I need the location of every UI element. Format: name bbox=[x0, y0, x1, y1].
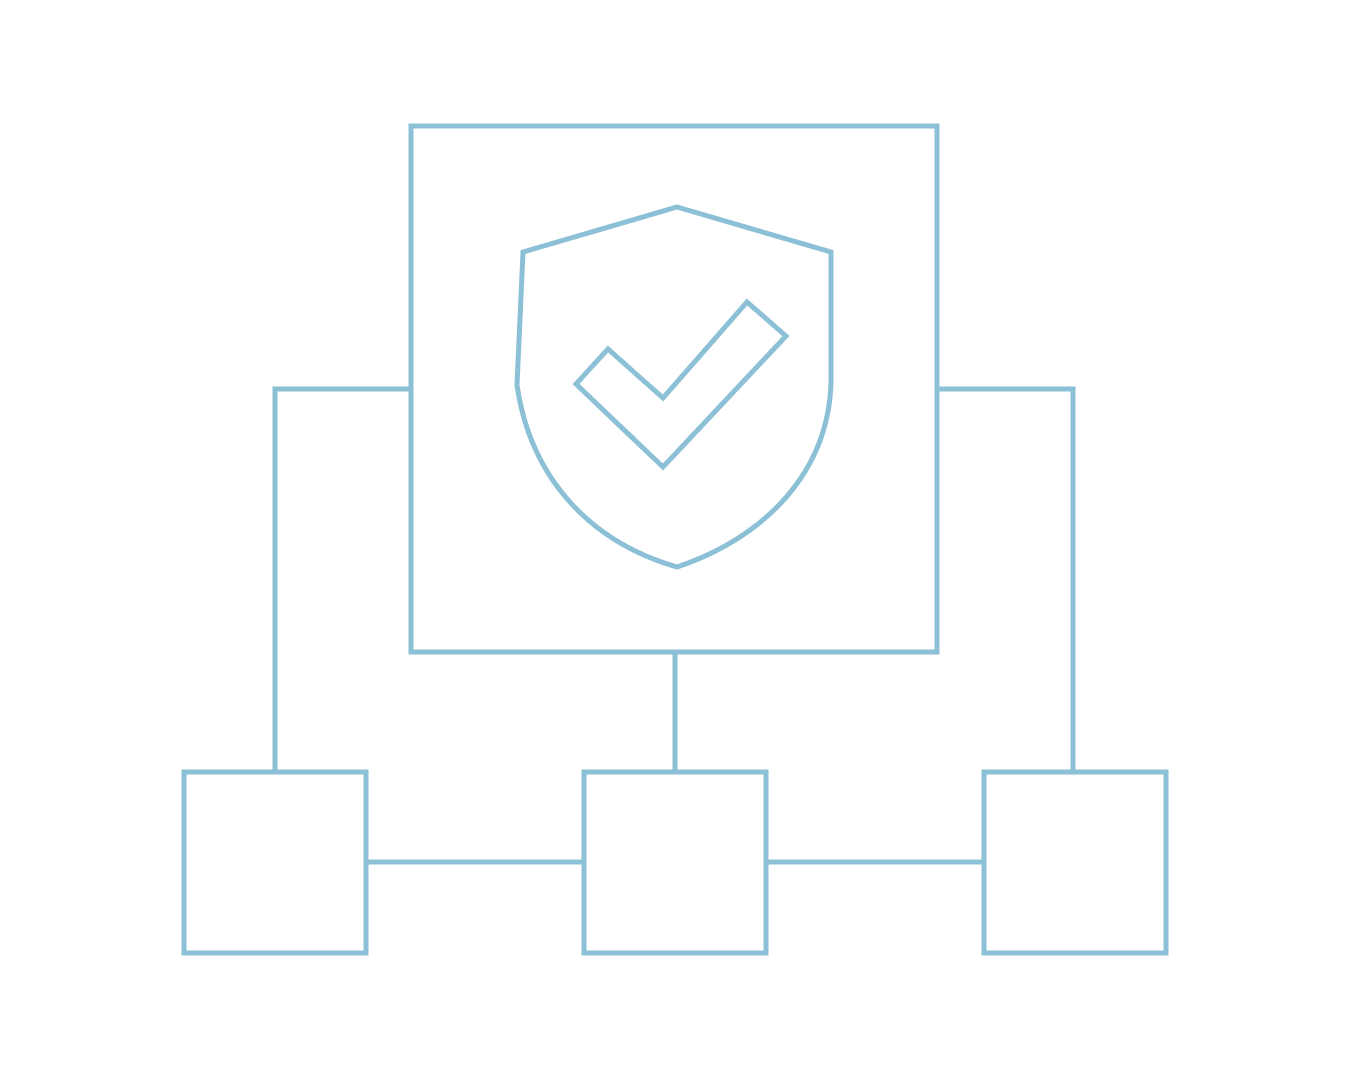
shield-outline bbox=[514, 204, 834, 570]
diagram-group bbox=[181, 123, 1169, 956]
connector-central-left bbox=[272, 386, 409, 772]
shield-check-icon bbox=[514, 204, 834, 570]
child-node-box-right bbox=[981, 769, 1169, 956]
child-node-box-middle bbox=[581, 769, 769, 956]
checkmark-icon bbox=[572, 298, 790, 471]
child-node-box-left bbox=[181, 769, 369, 956]
connector-central-right bbox=[939, 386, 1076, 772]
